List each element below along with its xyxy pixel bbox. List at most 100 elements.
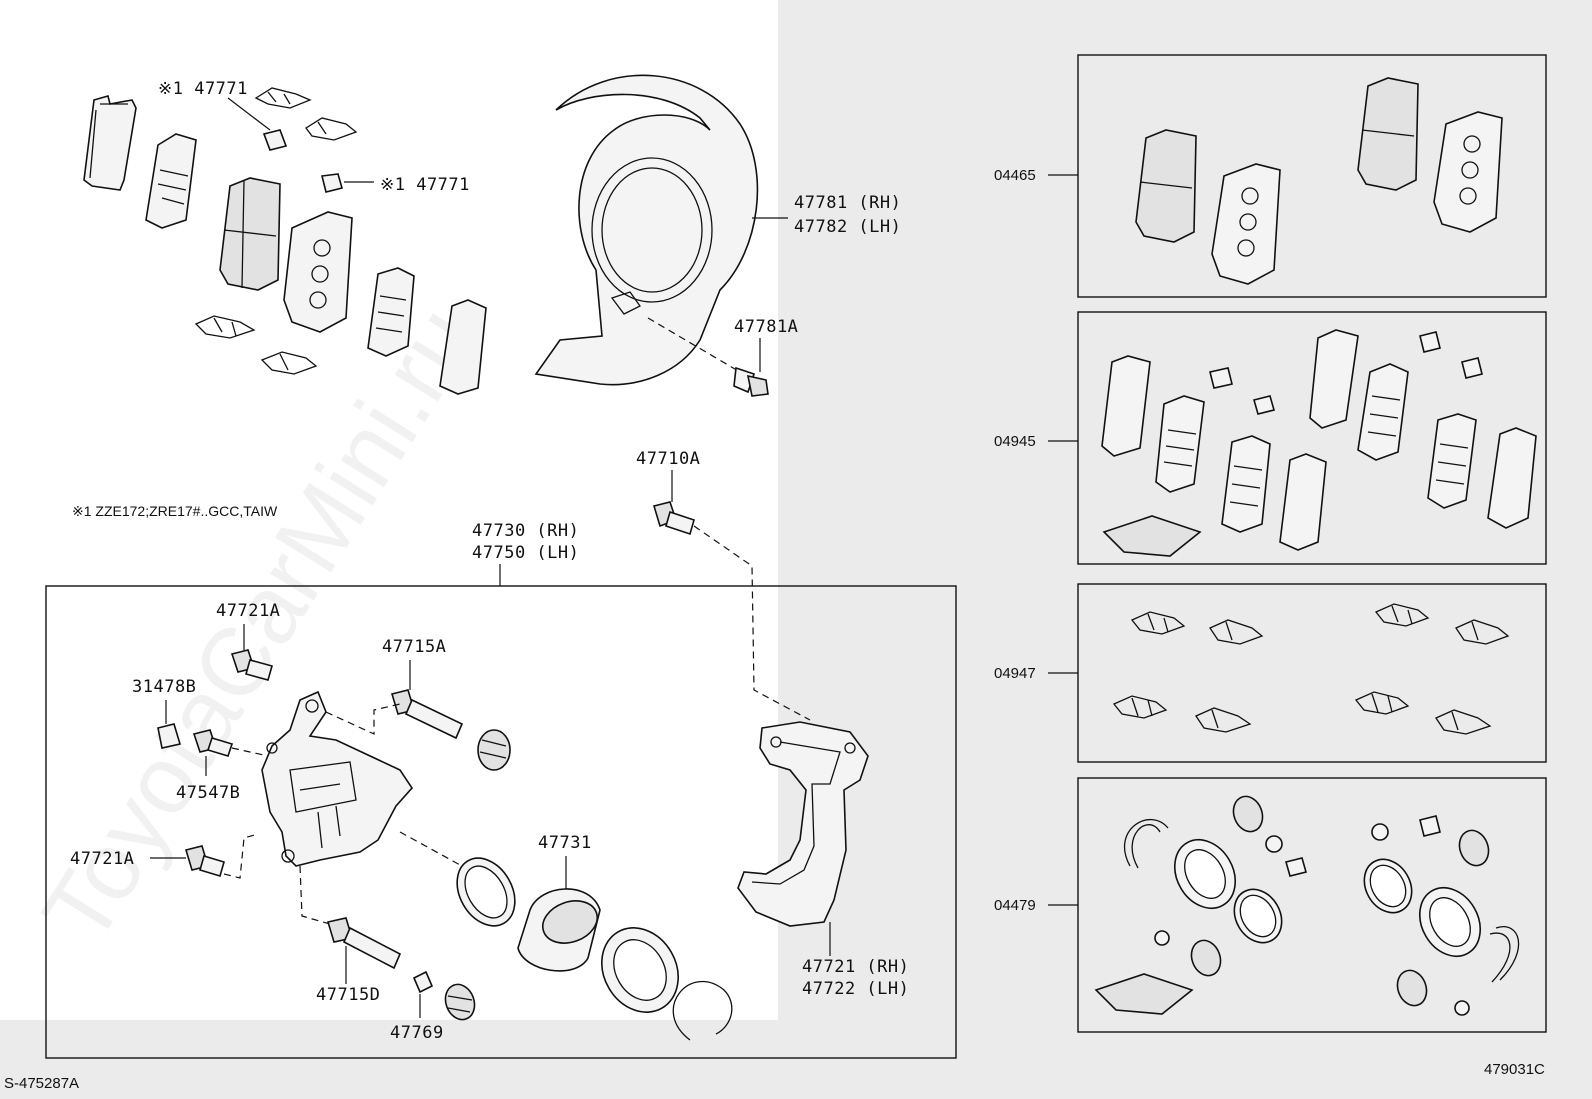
footnote: ※1 ZZE172;ZRE17#..GCC,TAIW <box>72 503 278 519</box>
kit4-pin-boot-3 <box>1458 829 1490 867</box>
kit2-shim-3-slots <box>1229 465 1263 507</box>
bushing-47769-body <box>412 970 434 994</box>
kit3-clip-6 <box>1195 707 1252 733</box>
guide-pin-47715d[interactable] <box>326 917 402 970</box>
pad-support-clip-3[interactable] <box>194 315 256 339</box>
kit4-bushing-2 <box>1154 930 1170 946</box>
label-47730-rh: 47730 (RH) <box>472 521 579 541</box>
bolt-47781a-head <box>746 374 769 397</box>
piston-dust-boot[interactable] <box>587 914 693 1026</box>
kit-code-04465: 04465 <box>994 167 1036 184</box>
kit1-inner-pad-a <box>1211 163 1281 285</box>
dashed-47710a <box>693 525 811 721</box>
boot-lower[interactable] <box>441 980 480 1023</box>
kit4-boot-1-inner <box>1184 849 1226 899</box>
label-47750-lh: 47750 (LH) <box>472 543 579 563</box>
kit-04945-shims[interactable] <box>1101 329 1537 557</box>
kit2-shim-4 <box>1279 453 1327 551</box>
bolt-47781a-thread <box>733 366 756 394</box>
cap-31478b[interactable] <box>157 723 182 749</box>
kit2-clip-4 <box>1461 357 1483 379</box>
kit4-seal-1-inner <box>1239 894 1277 938</box>
label-47781a: 47781A <box>734 317 798 337</box>
bleeder-port <box>266 742 278 754</box>
kit4-pin-boot-2 <box>1190 939 1222 977</box>
kit4-ring-1 <box>1123 818 1169 869</box>
kit3-clip-5 <box>1112 695 1168 719</box>
bracket-body <box>737 721 869 927</box>
label-31478b: 31478B <box>132 677 196 697</box>
kit1-inner-pad-b <box>1433 111 1503 233</box>
caliper-body[interactable] <box>261 690 414 867</box>
bolt-47721a-left[interactable] <box>184 845 225 877</box>
piston-top <box>542 900 598 944</box>
outer-shim[interactable] <box>83 95 137 191</box>
kit2-clip-3 <box>1419 331 1441 353</box>
dust-shield[interactable] <box>534 74 759 386</box>
kit3-clip-2 <box>1209 619 1264 645</box>
inner-shim-slots <box>157 169 189 205</box>
kit-box-04465 <box>1077 54 1547 298</box>
diagram-background-bottom <box>0 1020 778 1099</box>
caliper-body-detail <box>289 761 357 849</box>
label-47771-a: ※1 47771 <box>158 79 248 99</box>
inner-shim[interactable] <box>145 133 197 229</box>
bolt-47710a[interactable] <box>652 501 695 536</box>
kit-04479-seals[interactable] <box>1094 792 1520 1016</box>
caliper-mounting-bracket[interactable] <box>737 721 869 927</box>
label-47782-lh: 47782 (LH) <box>794 217 901 237</box>
clip-47771-b[interactable] <box>321 173 343 193</box>
pad-cover-shim[interactable] <box>439 299 487 395</box>
guide-pin-47715a[interactable] <box>390 689 464 740</box>
kit-code-04947: 04947 <box>994 665 1036 682</box>
dashed-piston-axis <box>399 831 463 867</box>
inner-brake-pad[interactable] <box>283 211 353 333</box>
dust-shield-tab <box>610 291 641 315</box>
bleeder-47547b[interactable] <box>192 729 234 757</box>
dust-shield-plate[interactable] <box>534 74 759 386</box>
kit4-pin-boot-1 <box>1232 795 1264 833</box>
bushing-47769[interactable] <box>412 970 434 994</box>
label-47715d: 47715D <box>316 985 380 1005</box>
caliper-mount-hole-bottom <box>281 849 295 863</box>
piston-seal[interactable] <box>445 848 526 936</box>
kit2-clip-2 <box>1253 395 1275 415</box>
dashed-47721a-left <box>223 833 259 879</box>
footer-right-code: 479031C <box>1484 1061 1545 1078</box>
kit2-shim-2 <box>1155 395 1205 493</box>
caliper-body-shell <box>261 690 414 867</box>
kit2-grease-packet <box>1102 515 1202 557</box>
bracket-hole-right <box>844 742 856 754</box>
kit-code-04945: 04945 <box>994 433 1036 450</box>
bolt-47721a-top[interactable] <box>230 649 273 681</box>
caliper-mount-hole-top <box>305 699 319 713</box>
pad-support-clip-2[interactable] <box>305 117 358 141</box>
pad-support-clip-4[interactable] <box>260 351 318 375</box>
bracket-inner-edge <box>751 741 841 885</box>
kit1-pad-b-hole-3 <box>1459 187 1477 205</box>
kit4-seal-2-inner <box>1369 864 1407 908</box>
anti-squeal-shim[interactable] <box>367 267 415 357</box>
pad-hole-1 <box>313 239 331 257</box>
kit4-bushing-1 <box>1265 835 1283 853</box>
kit4-grease-packet <box>1094 973 1194 1015</box>
piston-47731[interactable] <box>517 888 603 972</box>
boot-set-ring[interactable] <box>672 980 733 1041</box>
label-47722-lh: 47722 (LH) <box>802 979 909 999</box>
dashed-47781a <box>647 317 741 373</box>
dust-boot-inner <box>613 939 667 1001</box>
kit2-shim-7-slots <box>1435 443 1469 485</box>
footer-left-code: S-475287A <box>4 1075 79 1092</box>
kit-04947-clips[interactable] <box>1112 603 1510 735</box>
pad-support-clip-1[interactable] <box>254 87 312 109</box>
boot-47715a[interactable] <box>477 729 511 771</box>
kit-04465-pads[interactable] <box>1135 77 1503 285</box>
kit1-pad-b-hole-1 <box>1463 135 1481 153</box>
boot-upper <box>477 729 511 771</box>
clip-47771-a[interactable] <box>262 129 288 151</box>
pad-hole-3 <box>309 291 327 309</box>
kit2-shim-7 <box>1427 413 1477 509</box>
outer-brake-pad[interactable] <box>219 177 281 291</box>
kit3-clip-7 <box>1354 691 1410 715</box>
bolt-47781a[interactable] <box>733 366 769 397</box>
